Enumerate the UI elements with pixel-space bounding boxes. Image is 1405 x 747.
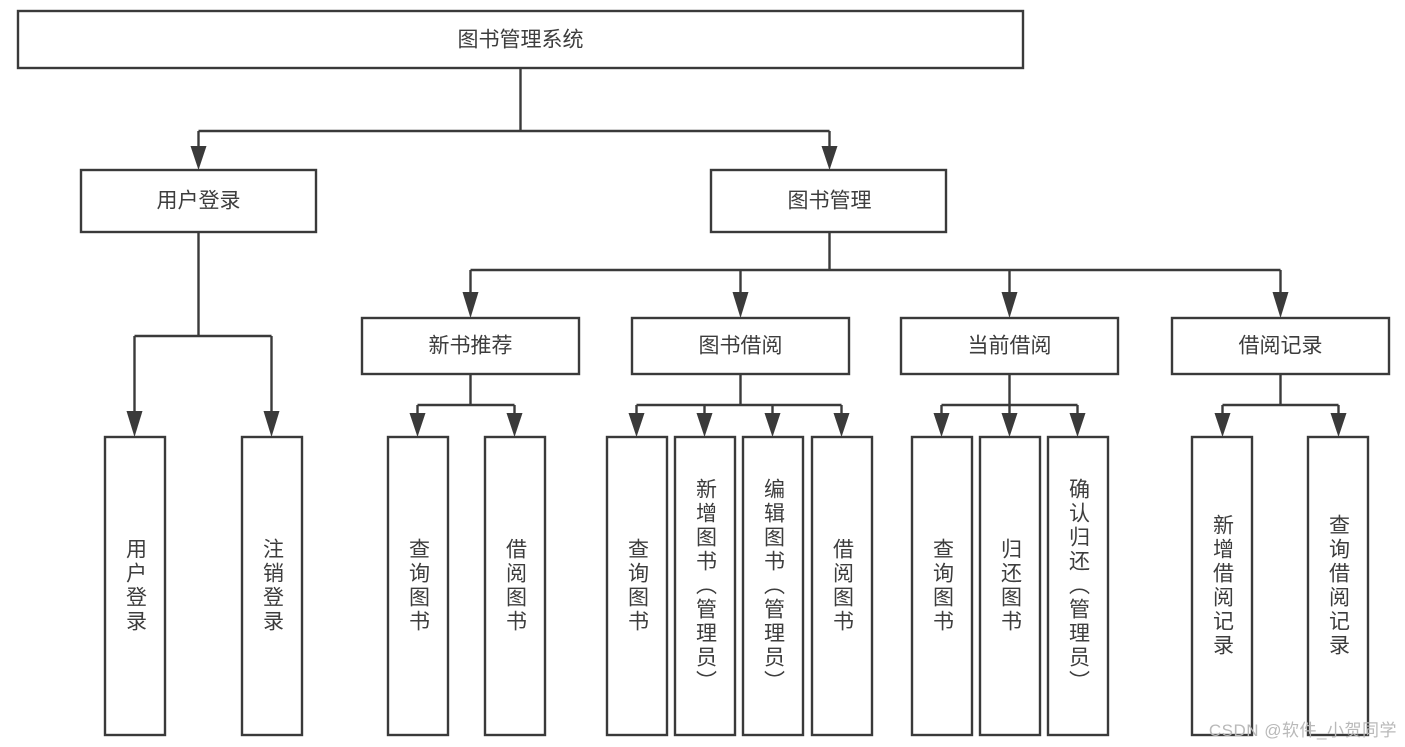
node-book-management-box[interactable] (709, 168, 948, 234)
node-user-login[interactable]: 用户登录 (79, 168, 318, 234)
node-book-borrow[interactable]: 图书借阅 (630, 316, 851, 376)
node-new-book-recommend[interactable]: 新书推荐 (360, 316, 581, 376)
arrow-head-icon (821, 146, 838, 170)
connector-newbook-to-leaves (409, 374, 523, 437)
node-current-borrow[interactable]: 当前借阅 (899, 316, 1120, 376)
node-book-borrow-label: 图书借阅 (699, 335, 783, 358)
leaf-box-add-book[interactable] (673, 435, 737, 737)
connector-currentborrow-to-leaves (933, 374, 1086, 437)
node-book-borrow-box[interactable] (630, 316, 851, 376)
connector-root-to-level2 (190, 68, 838, 170)
connector-borrowrecord-to-leaves (1214, 374, 1347, 437)
node-borrow-record-label: 借阅记录 (1239, 335, 1323, 358)
arrow-head-icon (764, 413, 781, 437)
node-book-management[interactable]: 图书管理 (709, 168, 948, 234)
arrow-head-icon (1330, 413, 1347, 437)
arrow-head-icon (1214, 413, 1231, 437)
arrow-head-icon (833, 413, 850, 437)
connector-bookmgmt-to-level3 (462, 232, 1289, 318)
leaf-box-borrow-book-1[interactable] (483, 435, 547, 737)
leaf-box-edit-book[interactable] (741, 435, 805, 737)
leaf-box-query-book-1[interactable] (386, 435, 450, 737)
arrow-head-icon (732, 292, 749, 318)
leaf-box-return-book[interactable] (978, 435, 1042, 737)
arrow-head-icon (462, 292, 479, 318)
connector-bookborrow-to-leaves (628, 374, 850, 437)
arrow-head-icon (190, 146, 207, 170)
node-user-login-box[interactable] (79, 168, 318, 234)
node-root-box[interactable] (16, 9, 1025, 70)
leaf-box-borrow-book-2[interactable] (810, 435, 874, 737)
node-new-book-recommend-label: 新书推荐 (429, 335, 513, 358)
node-borrow-record-box[interactable] (1170, 316, 1391, 376)
leaf-box-add-record[interactable] (1190, 435, 1254, 737)
node-user-login-label: 用户登录 (157, 190, 241, 213)
leaf-box-logout[interactable] (240, 435, 304, 737)
arrow-head-icon (1001, 413, 1018, 437)
arrow-head-icon (506, 413, 523, 437)
node-book-management-label: 图书管理 (788, 190, 872, 213)
node-current-borrow-box[interactable] (899, 316, 1120, 376)
arrow-head-icon (126, 411, 143, 437)
node-root-system[interactable]: 图书管理系统 (16, 9, 1025, 70)
arrow-head-icon (409, 413, 426, 437)
arrow-head-icon (1069, 413, 1086, 437)
node-current-borrow-label: 当前借阅 (968, 335, 1052, 358)
leaf-box-query-book-2[interactable] (605, 435, 669, 737)
node-new-book-recommend-box[interactable] (360, 316, 581, 376)
arrow-head-icon (933, 413, 950, 437)
leaf-box-user-login[interactable] (103, 435, 167, 737)
node-borrow-record[interactable]: 借阅记录 (1170, 316, 1391, 376)
connector-userlogin-to-leaves (126, 232, 280, 437)
arrow-head-icon (696, 413, 713, 437)
leaf-box-query-book-3[interactable] (910, 435, 974, 737)
node-root-label: 图书管理系统 (458, 29, 584, 52)
arrow-head-icon (1001, 292, 1018, 318)
arrow-head-icon (263, 411, 280, 437)
leaf-box-confirm-return[interactable] (1046, 435, 1110, 737)
arrow-head-icon (628, 413, 645, 437)
leaf-box-query-record[interactable] (1306, 435, 1370, 737)
arrow-head-icon (1272, 292, 1289, 318)
